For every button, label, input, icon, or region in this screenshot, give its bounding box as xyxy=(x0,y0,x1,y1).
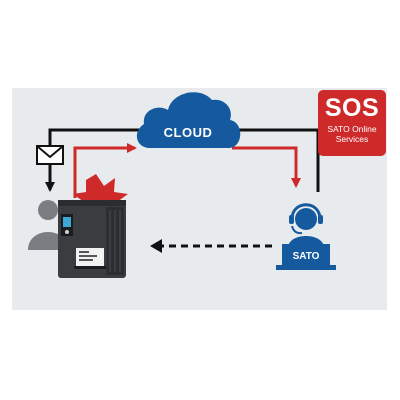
cloud-label: CLOUD xyxy=(164,125,213,140)
label-printer-icon xyxy=(58,200,126,278)
operator-badge: SATO xyxy=(293,251,320,262)
headset-operator-icon xyxy=(276,203,336,270)
sos-badge: SOS SATO Online Services xyxy=(318,90,386,156)
sos-subtitle-line1: SATO Online xyxy=(327,124,377,134)
cloud-icon xyxy=(136,92,241,148)
sos-title: SOS xyxy=(324,94,380,122)
alert-burst-icon xyxy=(73,174,128,202)
dashed-response-arrow xyxy=(150,239,272,253)
envelope-icon xyxy=(36,145,64,165)
red-flow-line xyxy=(73,143,301,198)
sos-subtitle: SATO Online Services xyxy=(327,124,377,145)
sos-subtitle-line2: Services xyxy=(335,133,369,144)
